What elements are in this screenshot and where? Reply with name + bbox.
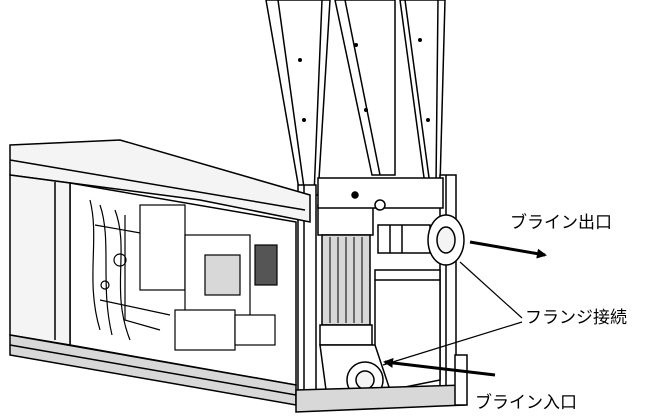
flange-leader-lower — [382, 321, 523, 366]
inlet-arrow — [383, 357, 496, 377]
brine-outlet-label: ブライン出口 — [510, 213, 612, 233]
center-v-panel — [334, 0, 396, 176]
right-side-box — [374, 269, 441, 391]
frame-bolts — [298, 38, 430, 122]
flange-connection-label: フランジ接続 — [525, 308, 627, 328]
pump-motor — [317, 204, 374, 346]
brine-inlet-label: ブライン入口 — [475, 393, 577, 413]
base-frame — [295, 354, 468, 413]
outlet-pipe — [377, 214, 465, 266]
cabinet-internals — [89, 199, 278, 351]
outlet-arrow — [469, 240, 547, 259]
flange-leader-upper — [459, 261, 523, 319]
upper-crossbeam — [317, 177, 444, 211]
upper-frame — [265, 0, 446, 196]
